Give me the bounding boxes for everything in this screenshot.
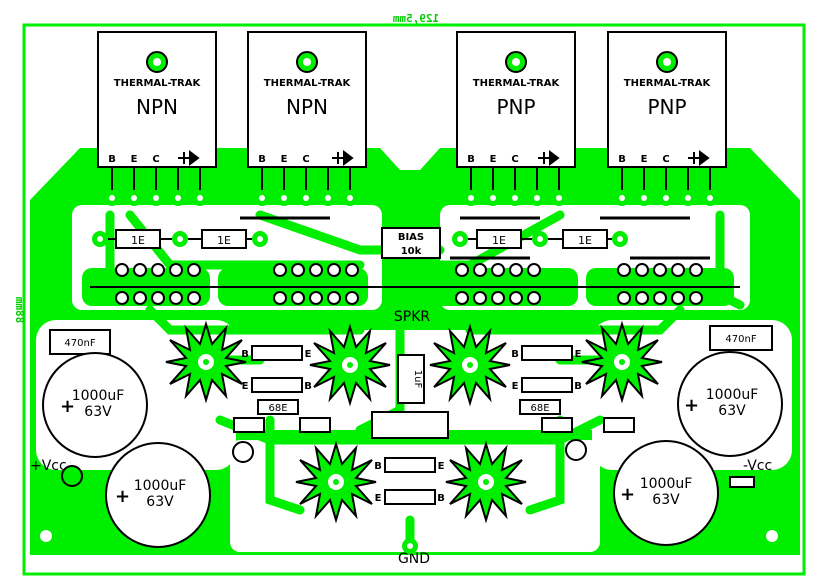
pin-b-label: B [108, 154, 116, 165]
pin-b-label: B [467, 154, 475, 165]
capacitor-label: 1uF [412, 370, 423, 389]
pin-e-label: E [131, 154, 138, 165]
resistor-label: 68E [530, 403, 549, 414]
transistor-type: PNP [647, 95, 686, 119]
pin-c-label: C [302, 154, 309, 165]
capacitor-label: 470nF [64, 338, 95, 349]
pin-e-label: E [490, 154, 497, 165]
bias-name: BIAS [398, 232, 424, 243]
transistor-type: NPN [286, 95, 328, 119]
vcc-positive-terminal [61, 465, 83, 487]
pin-c-label: C [662, 154, 669, 165]
emitter-resistors: 1E 1E 1E 1E [92, 216, 710, 260]
transistor-brand: THERMAL-TRAK [624, 78, 712, 89]
pin-e-label: E [438, 461, 445, 472]
pin-e-label: E [281, 154, 288, 165]
transistor-pads [111, 167, 711, 197]
resistor-label: 68E [268, 403, 287, 414]
transistor-brand: THERMAL-TRAK [473, 78, 561, 89]
transistor-q2: THERMAL-TRAK NPN B E C [247, 31, 367, 168]
capacitor-voltage: 63V [146, 494, 174, 510]
transistor-q4: THERMAL-TRAK PNP B E C [607, 31, 727, 168]
vcc-negative-terminal [729, 476, 755, 488]
diode-icon [538, 150, 560, 166]
board-height-label: 88mm [13, 296, 26, 323]
pin-e-label: E [305, 349, 312, 360]
capacitor-value: 1000uF [134, 478, 187, 494]
transistor-brand: THERMAL-TRAK [114, 78, 202, 89]
pin-b-label: B [618, 154, 626, 165]
capacitor-voltage: 63V [84, 404, 112, 420]
ground-label: GND [398, 551, 430, 567]
base-resistors: 68E 68E [233, 399, 635, 433]
diode-icon [332, 150, 354, 166]
capacitor-voltage: 63V [718, 403, 746, 419]
pin-headers [82, 263, 740, 306]
pin-e-label: E [242, 381, 249, 392]
trimmer-icon [565, 439, 587, 461]
capacitor-label: 470nF [725, 334, 756, 345]
transistor-q3: THERMAL-TRAK PNP B E C [456, 31, 576, 168]
resistor-label: 1E [492, 234, 506, 247]
bias-trimmer: BIAS 10k [381, 227, 441, 259]
pin-c-label: C [152, 154, 159, 165]
transistor-type: NPN [136, 95, 178, 119]
bias-value: 10k [401, 246, 422, 257]
electrolytic-capacitors: + 1000uF 63V + 1000uF 63V + 1000uF 63V +… [42, 351, 783, 548]
plus-sign: + [620, 484, 635, 505]
vcc-positive-label: +Vcc [30, 458, 67, 474]
vcc-negative-label: -Vcc [743, 458, 772, 474]
pin-b-label: B [374, 461, 382, 472]
resistor-label: 1E [578, 234, 592, 247]
plus-sign: + [60, 396, 75, 417]
pin-e-label: E [641, 154, 648, 165]
capacitor-voltage: 63V [652, 492, 680, 508]
transistor-q1: THERMAL-TRAK NPN B E C [97, 31, 217, 168]
capacitor-value: 1000uF [706, 387, 759, 403]
small-capacitors: 470nF 470nF [49, 325, 773, 355]
transistor-type: PNP [496, 95, 535, 119]
pin-e-label: E [512, 381, 519, 392]
board-width-label: 129,5mm [392, 12, 439, 25]
pin-e-label: E [375, 493, 382, 504]
diode-icon [688, 150, 710, 166]
pin-b-label: B [437, 493, 445, 504]
pin-b-label: B [241, 349, 249, 360]
mounting-holes [32, 522, 786, 550]
transistor-brand: THERMAL-TRAK [264, 78, 352, 89]
pin-b-label: B [511, 349, 519, 360]
plus-sign: + [684, 395, 699, 416]
capacitor-value: 1000uF [72, 388, 125, 404]
pin-e-label: E [575, 349, 582, 360]
board-outline [22, 23, 806, 576]
speaker-label: SPKR [394, 309, 431, 325]
resistor-label: 1E [131, 234, 145, 247]
pin-c-label: C [511, 154, 518, 165]
pin-b-label: B [258, 154, 266, 165]
resistor-label: 1E [217, 234, 231, 247]
plus-sign: + [115, 486, 130, 507]
trimmer-icon [232, 441, 254, 463]
diode-icon [178, 150, 200, 166]
pin-b-label: B [574, 381, 582, 392]
driver-transistors: B E E B B E E B B E E B [241, 345, 582, 505]
film-capacitor: 1uF [371, 354, 449, 439]
capacitor-value: 1000uF [640, 476, 693, 492]
pin-b-label: B [304, 381, 312, 392]
